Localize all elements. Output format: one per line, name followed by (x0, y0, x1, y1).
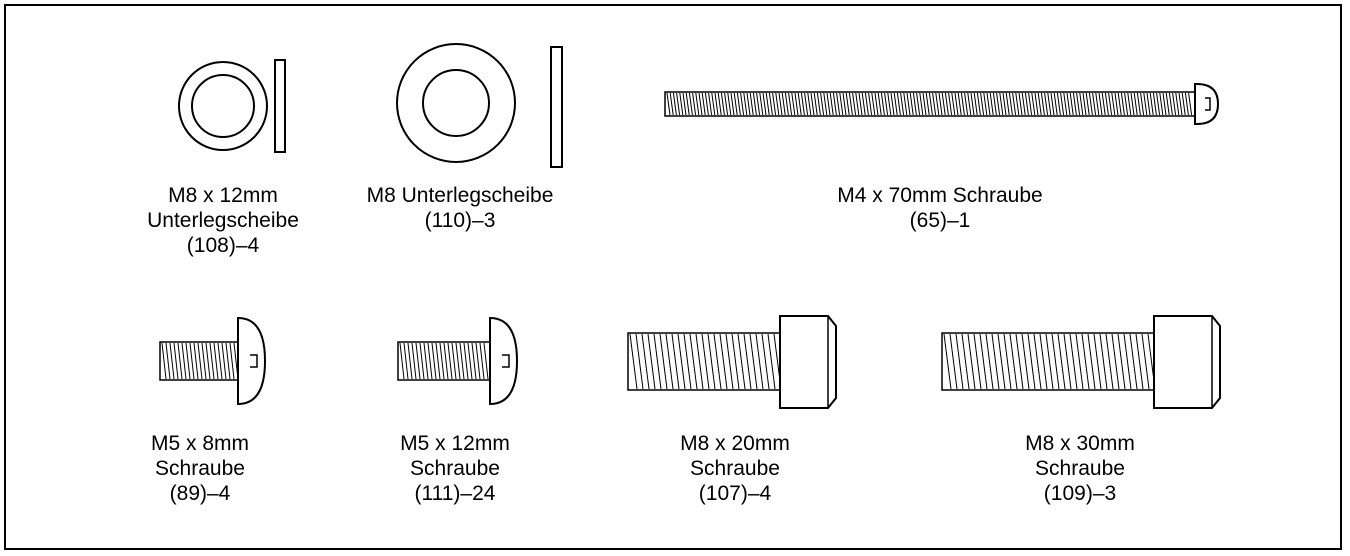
bolt-107-qty: (107)–4 (698, 482, 772, 505)
washer-110-name: M8 Unterlegscheibe (366, 184, 554, 207)
washer-108-qty: (108)–4 (186, 234, 260, 257)
bolt-109-name: Schraube (1035, 457, 1125, 480)
chart-border (4, 4, 1342, 550)
washer-110-qty: (110)–3 (424, 209, 496, 232)
bolt-111-qty: (111)–24 (414, 482, 496, 505)
bolt-111-label: M5 x 12mm Schraube (111)–24 (380, 431, 530, 506)
bolt-89-name: Schraube (155, 457, 245, 480)
bolt-107-size: M8 x 20mm (680, 432, 790, 455)
bolt-109-label: M8 x 30mm Schraube (109)–3 (1000, 431, 1160, 506)
bolt-109-qty: (109)–3 (1043, 482, 1117, 505)
washer-110-label: M8 Unterlegscheibe (110)–3 (360, 183, 560, 233)
bolt-89-label: M5 x 8mm Schraube (89)–4 (130, 431, 270, 506)
washer-108-label: M8 x 12mm Unterlegscheibe (108)–4 (138, 183, 308, 258)
bolt-65-qty: (65)–1 (909, 209, 971, 232)
bolt-111-name: Schraube (410, 457, 500, 480)
washer-108-size: M8 x 12mm (168, 184, 278, 207)
bolt-107-name: Schraube (690, 457, 780, 480)
bolt-107-label: M8 x 20mm Schraube (107)–4 (660, 431, 810, 506)
washer-108-name: Unterlegscheibe (147, 209, 299, 232)
bolt-65-name: M4 x 70mm Schraube (837, 184, 1043, 207)
bolt-89-size: M5 x 8mm (150, 432, 249, 455)
bolt-109-size: M8 x 30mm (1025, 432, 1135, 455)
bolt-111-size: M5 x 12mm (400, 432, 510, 455)
bolt-65-label: M4 x 70mm Schraube (65)–1 (820, 183, 1060, 233)
bolt-89-qty: (89)–4 (169, 482, 231, 505)
